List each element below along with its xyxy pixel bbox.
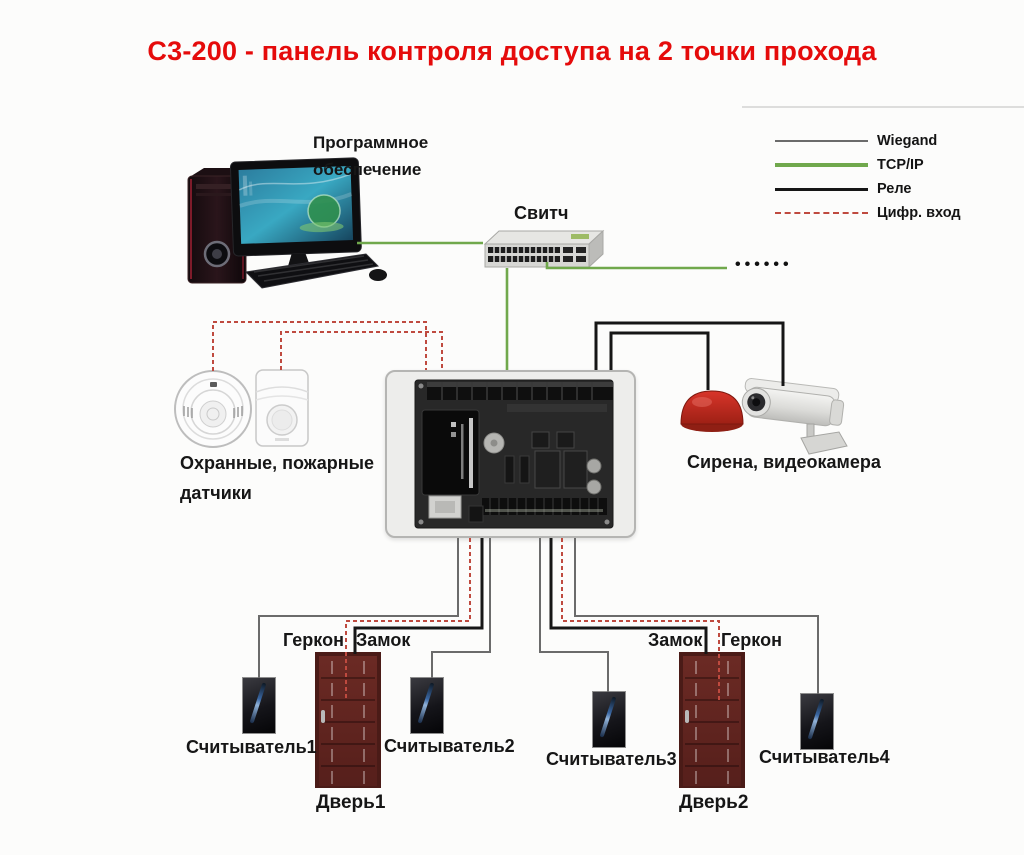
sensors-label-line1: Охранные, пожарные [180,453,375,473]
camera-illustration [735,362,860,462]
legend-row-digital-input: Цифр. вход [775,201,961,225]
legend-row-wiegand: Wiegand [775,129,961,153]
software-label-line2: обеспечение [313,160,422,179]
reader2-illustration [410,677,444,734]
door2-lock-label: Замок [648,630,703,650]
pc-mouse [369,269,387,281]
siren-illustration [675,378,751,436]
wiegand-line-sample [775,140,868,142]
digital-input-line-sample [775,212,868,214]
reader3-illustration [592,691,626,748]
door2-illustration [679,652,745,788]
pc-illustration [178,126,390,294]
reader1-label: Считыватель1 [186,737,317,757]
software-label-line1: Программное [313,133,429,152]
door2-label: Дверь2 [679,792,749,813]
wire-digital-smoke-detector [212,321,427,371]
switch-sticker [571,234,589,239]
legend-label: Wiegand [877,133,938,149]
wire-wiegand-reader3 [539,538,609,692]
legend-row-tcpip: TCP/IP [775,153,961,177]
relay-line-sample [775,187,868,191]
switch-label: Свитч [514,203,569,223]
reader3-label: Считыватель3 [546,749,677,769]
wire-wiegand-reader2 [431,538,491,678]
legend-label: TCP/IP [877,157,924,173]
pc-keyboard [244,253,387,289]
reader1-illustration [242,677,276,734]
page-title: С3-200 - панель контроля доступа на 2 то… [147,36,877,66]
legend-label: Цифр. вход [877,205,961,221]
sensors-label: Охранные, пожарные датчики [180,448,374,508]
reader4-label: Считыватель4 [759,747,890,767]
door-handle [321,710,325,723]
door1-label: Дверь1 [316,792,386,813]
door2-gerkon-label: Геркон [721,630,782,650]
door1-gerkon-label: Геркон [283,630,344,650]
reader2-label: Считыватель2 [384,736,515,756]
control-panel [385,370,636,538]
door1-illustration [315,652,381,788]
sensors-label-line2: датчики [180,483,252,503]
motion-sensor-illustration [250,362,314,450]
reader4-illustration [800,693,834,750]
scan-artifact-line [742,106,1024,108]
psu-module [421,409,480,496]
relay-block [534,450,561,489]
tcpip-line-sample [775,163,868,167]
legend-row-relay: Реле [775,177,961,201]
legend: Wiegand TCP/IP Реле Цифр. вход [775,129,961,225]
pc-monitor [229,157,362,273]
siren-camera-label: Сирена, видеокамера [687,452,881,472]
control-panel-board [414,379,614,529]
software-label: Программное обеспечение [313,129,428,183]
legend-label: Реле [877,181,912,197]
network-ellipsis-dots: •••••• [735,256,793,273]
door-handle [685,710,689,723]
switch-illustration [475,224,607,274]
relay-block [563,450,588,489]
door1-lock-label: Замок [356,630,411,650]
smoke-detector-illustration [170,366,258,454]
